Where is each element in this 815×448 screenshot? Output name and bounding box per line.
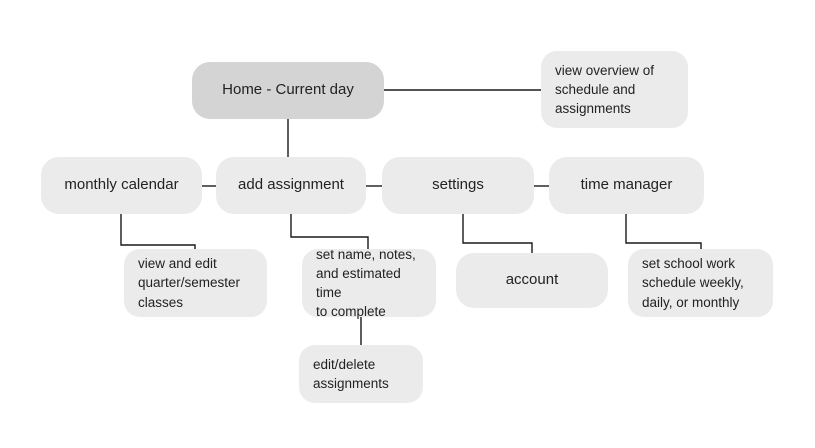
- node-label-add-assignment-note: set name, notes, and estimated time to c…: [316, 246, 416, 320]
- node-label-account: account: [505, 271, 559, 289]
- node-label-monthly-calendar: monthly calendar: [64, 176, 179, 194]
- node-time-manager-note[interactable]: set school work schedule weekly, daily, …: [628, 249, 773, 317]
- node-account[interactable]: account: [456, 253, 608, 308]
- node-add-assignment-note[interactable]: set name, notes, and estimated time to c…: [302, 247, 436, 319]
- node-monthly-calendar[interactable]: monthly calendar: [41, 157, 202, 214]
- node-label-add-assignment: add assignment: [238, 176, 344, 194]
- node-label-home-note: view overview of schedule and assignment…: [555, 62, 655, 117]
- node-label-home: Home - Current day: [222, 81, 354, 99]
- node-label-time-manager: time manager: [580, 176, 673, 194]
- node-add-assignment[interactable]: add assignment: [216, 157, 366, 214]
- node-settings[interactable]: settings: [382, 157, 534, 214]
- node-label-edit-delete-assignments: edit/delete assignments: [313, 356, 389, 391]
- node-home-note[interactable]: view overview of schedule and assignment…: [541, 51, 688, 128]
- node-label-settings: settings: [432, 176, 484, 194]
- node-label-monthly-calendar-note: view and edit quarter/semester classes: [138, 256, 241, 310]
- node-edit-delete-assignments[interactable]: edit/delete assignments: [299, 345, 423, 403]
- connector-settings-to-account: [462, 214, 533, 258]
- node-label-time-manager-note: set school work schedule weekly, daily, …: [642, 256, 744, 310]
- node-home[interactable]: Home - Current day: [192, 62, 384, 119]
- node-time-manager[interactable]: time manager: [549, 157, 704, 214]
- node-monthly-calendar-note[interactable]: view and edit quarter/semester classes: [124, 249, 267, 317]
